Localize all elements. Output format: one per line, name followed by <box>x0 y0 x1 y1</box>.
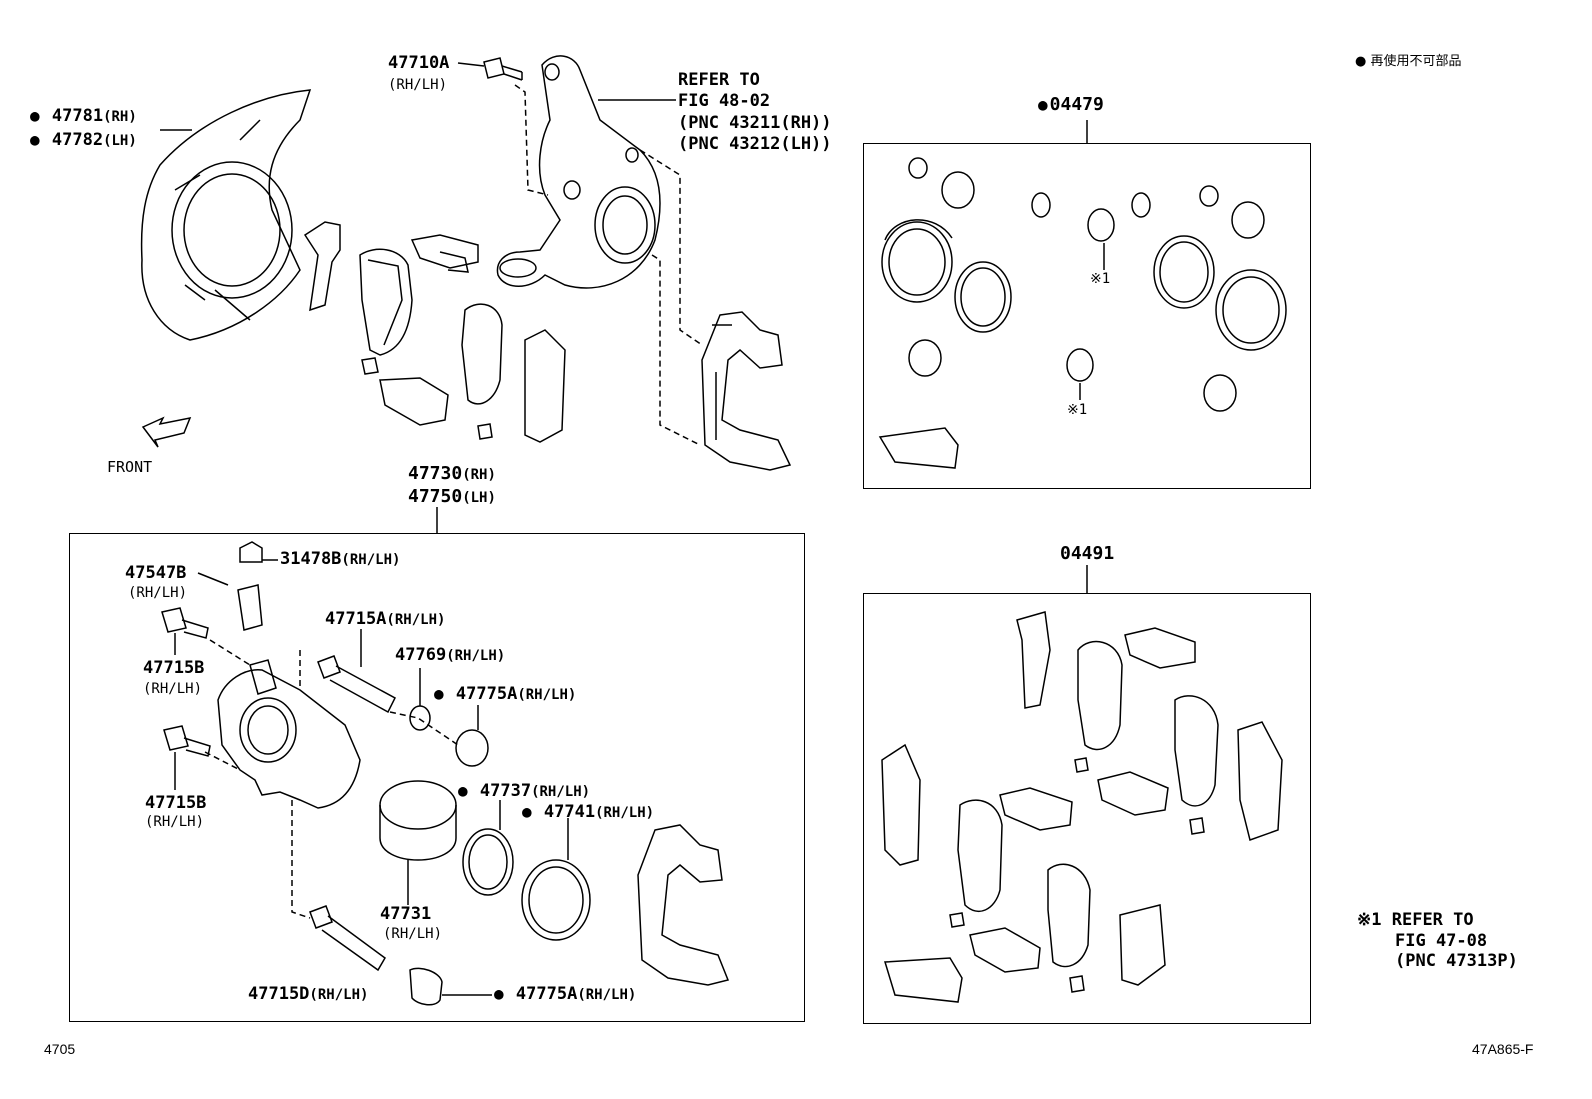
label-47715B-lower-side: (RH/LH) <box>145 814 205 830</box>
label-47741: 47741(RH/LH) <box>522 804 654 821</box>
caliper-assembly-box <box>69 533 805 1022</box>
note-mark-1: ※1 <box>1090 271 1111 287</box>
label-47750: 47750(LH) <box>408 486 496 507</box>
upper-pad-set <box>305 222 565 442</box>
front-arrow-icon <box>143 418 190 447</box>
footnote: ※1 REFER TO FIG 47-08 (PNC 47313P) <box>1357 910 1518 972</box>
label-47781: 47781(RH) <box>30 108 137 125</box>
label-47710A-side: (RH/LH) <box>388 77 448 93</box>
label-47715B-lower: 47715B <box>145 793 207 813</box>
caliper-parts <box>162 542 728 1005</box>
label-47731-side: (RH/LH) <box>383 926 443 942</box>
footer-right-code: 47A865-F <box>1472 1041 1534 1057</box>
upper-guide-lines <box>515 85 702 445</box>
label-04479: 04479 <box>1038 96 1104 114</box>
label-31478B: 31478B(RH/LH) <box>280 549 401 569</box>
upper-caliper-bracket <box>702 312 790 470</box>
legend-dot-icon: ● <box>1355 54 1367 69</box>
label-47715B-upper: 47715B <box>143 658 205 678</box>
label-47782: 47782(LH) <box>30 132 137 149</box>
label-47715A: 47715A(RH/LH) <box>325 609 446 629</box>
kit-04491-box <box>863 593 1311 1024</box>
footnote-mark: ※1 <box>1357 910 1382 930</box>
caliper-guide-lines <box>205 640 458 918</box>
seal-kit-parts <box>880 158 1286 468</box>
label-04491: 04491 <box>1060 543 1115 564</box>
footer-left-code: 4705 <box>44 1041 76 1057</box>
label-47710A: 47710A <box>388 53 450 73</box>
label-47775A-lower: 47775A(RH/LH) <box>494 986 636 1003</box>
label-47547B-side: (RH/LH) <box>128 585 188 601</box>
front-label: FRONT <box>107 458 153 476</box>
note-mark-2: ※1 <box>1067 402 1088 418</box>
refer-fig-48-02: REFER TO FIG 48-02 (PNC 43211(RH)) (PNC … <box>678 70 832 154</box>
legend: ● 再使用不可部品 <box>1355 55 1462 68</box>
label-47737: 47737(RH/LH) <box>458 783 590 800</box>
kit-04479-box <box>863 143 1311 489</box>
dust-shield <box>142 90 310 340</box>
bolt-47710A <box>458 58 522 80</box>
label-47715B-upper-side: (RH/LH) <box>143 681 203 697</box>
label-47730: 47730(RH) <box>408 463 496 484</box>
label-47731: 47731 <box>380 904 432 924</box>
label-47769: 47769(RH/LH) <box>395 645 506 665</box>
legend-text: 再使用不可部品 <box>1370 54 1462 69</box>
label-47715D: 47715D(RH/LH) <box>248 984 369 1004</box>
label-47547B: 47547B <box>125 563 187 583</box>
label-47775A-upper: 47775A(RH/LH) <box>434 686 576 703</box>
pad-kit-parts <box>882 612 1282 1002</box>
